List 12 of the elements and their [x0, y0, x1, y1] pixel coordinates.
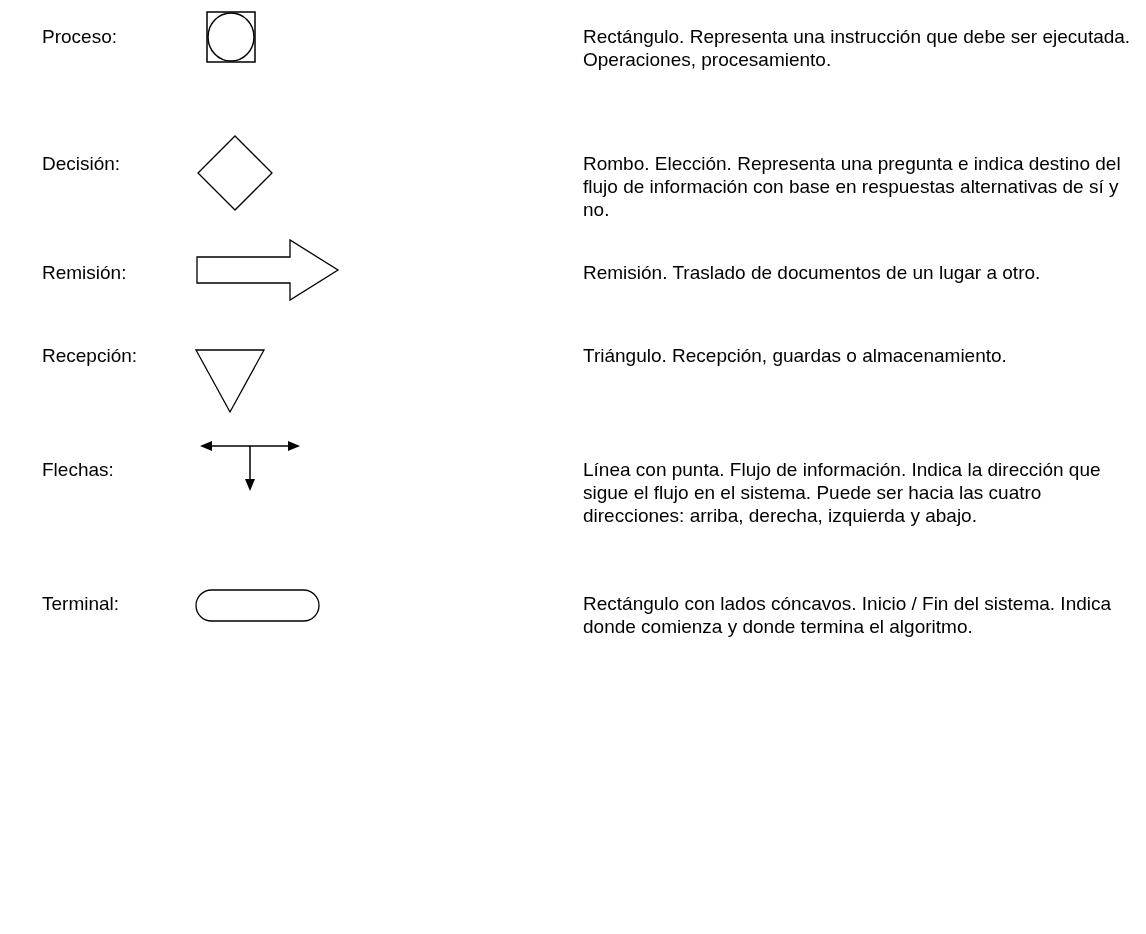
- symbol-description: Remisión. Traslado de documentos de un lugar a otro.: [583, 261, 1042, 284]
- symbol-name: Flechas:: [42, 458, 115, 481]
- symbol-name: Remisión:: [42, 261, 128, 284]
- symbol-name: Terminal:: [42, 592, 121, 615]
- symbol-description: Línea con punta. Flujo de información. Indica la dirección que sigue el flujo en el sistema. Puede ser hacia las cuatro direcciones: arriba, derecha, izquierda y abajo.: [583, 458, 1102, 527]
- symbol-description: Rombo. Elección. Representa una pregunta e indica destino del flujo de información con base en respuestas alternativas de sí y no.: [583, 152, 1122, 221]
- symbol-name: Recepción:: [42, 344, 139, 367]
- symbol-name: Decisión:: [42, 152, 122, 175]
- symbol-description: Rectángulo. Representa una instrucción que debe ser ejecutada. Operaciones, procesamiento.: [583, 25, 1132, 71]
- symbol-description: Rectángulo con lados cóncavos. Inicio / Fin del sistema. Indica donde comienza y donde termina el algoritmo.: [583, 592, 1113, 638]
- symbol-description: Triángulo. Recepción, guardas o almacenamiento.: [583, 344, 1008, 367]
- symbol-name: Proceso:: [42, 25, 118, 48]
